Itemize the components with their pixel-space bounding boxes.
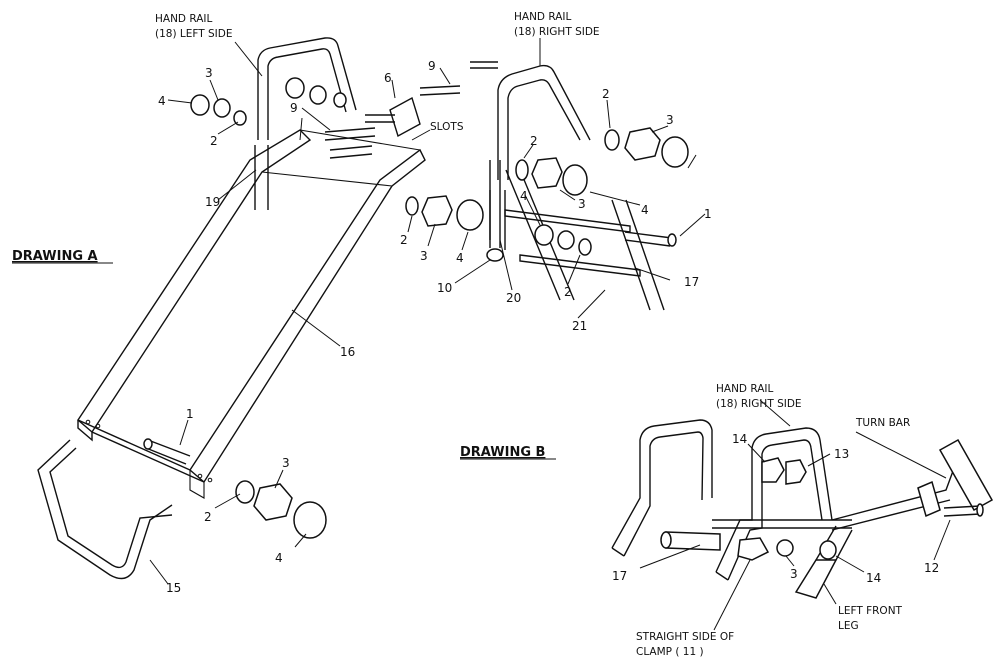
callout-3: 3 (790, 567, 798, 581)
hand-rail-b-label-1: HAND RAIL (716, 383, 774, 395)
callout-4: 4 (520, 189, 528, 203)
clamp-label-1: STRAIGHT SIDE OF (636, 631, 734, 643)
hand-rail-right-label-2: (18) RIGHT SIDE (514, 26, 600, 38)
callout-9: 9 (290, 101, 298, 115)
callout-2: 2 (400, 233, 408, 247)
callout-4: 4 (275, 551, 283, 565)
text-labels-a: DRAWING A HAND RAIL (18) LEFT SIDE HAND … (12, 11, 712, 595)
callout-20: 20 (506, 291, 521, 305)
callout-4: 4 (456, 251, 464, 265)
callout-17: 17 (684, 275, 699, 289)
callout-1: 1 (704, 207, 712, 221)
callout-1: 1 (186, 407, 194, 421)
slots-label: SLOTS (430, 121, 464, 133)
drawing-a: DRAWING A HAND RAIL (18) LEFT SIDE HAND … (12, 11, 712, 595)
callout-3: 3 (666, 113, 674, 127)
callout-3: 3 (420, 249, 428, 263)
text-labels-b: DRAWING B HAND RAIL (18) RIGHT SIDE TURN… (460, 383, 939, 658)
callout-15: 15 (166, 581, 181, 595)
callout-3: 3 (578, 197, 586, 211)
bolt-1-lower (143, 438, 191, 465)
clamp-11 (737, 537, 770, 561)
drawing-b-title: DRAWING B (460, 445, 545, 460)
callout-14: 14 (732, 432, 747, 446)
hardware-stack-rungs (534, 224, 592, 256)
turn-bar (831, 438, 994, 531)
nuts-13-14 (761, 457, 837, 560)
bracket-6 (389, 96, 421, 138)
left-front-leg-label-2: LEG (838, 620, 859, 632)
callout-2: 2 (204, 510, 212, 524)
hand-rail-right-label-1: HAND RAIL (514, 11, 572, 23)
turn-bar-label: TURN BAR (855, 417, 910, 429)
posts (254, 145, 665, 311)
hand-rail-left-label-1: HAND RAIL (155, 13, 213, 25)
drawing-b-connector (712, 519, 852, 529)
nut-3 (776, 539, 794, 557)
title-underlines (12, 262, 556, 460)
callout-3: 3 (282, 456, 290, 470)
hand-rail-left-18 (257, 37, 357, 140)
callout-6: 6 (384, 71, 392, 85)
drawing-b-rail-left (611, 419, 713, 557)
slide-board-16 (77, 129, 426, 499)
callout-14: 14 (866, 571, 881, 585)
drawing-a-title: DRAWING A (12, 249, 98, 264)
leader-lines-a (149, 38, 706, 585)
hardware-stack-right-upper (604, 127, 689, 168)
callout-4: 4 (158, 94, 166, 108)
callout-2: 2 (564, 285, 572, 299)
bolts-9 (324, 61, 498, 159)
drawing-b-rail-right-18 (715, 427, 833, 581)
callout-2: 2 (530, 134, 538, 148)
hardware-stack-lower-left (405, 195, 484, 231)
hand-rail-b-label-2: (18) RIGHT SIDE (716, 398, 802, 410)
callout-13: 13 (834, 447, 849, 461)
callout-10: 10 (437, 281, 452, 295)
hand-rail-right-18 (497, 64, 591, 180)
callout-9: 9 (428, 59, 436, 73)
left-front-leg-label-1: LEFT FRONT (838, 605, 903, 617)
clamp-label-2: CLAMP ( 11 ) (636, 646, 704, 658)
bolt-12 (943, 503, 984, 517)
leader-lines-b (639, 399, 951, 631)
bolt-17 (660, 531, 721, 551)
handle-15 (37, 439, 173, 580)
callout-21: 21 (572, 319, 587, 333)
hand-rail-left-label-2: (18) LEFT SIDE (155, 28, 232, 40)
callout-19: 19 (205, 195, 220, 209)
hardware-stack-bottom (235, 480, 327, 539)
hardware-stack-left (190, 77, 347, 126)
callout-2: 2 (602, 87, 610, 101)
callout-17: 17 (612, 569, 627, 583)
callout-12: 12 (924, 561, 939, 575)
callout-2: 2 (210, 134, 218, 148)
callout-4: 4 (641, 203, 649, 217)
pin-10 (486, 160, 504, 262)
left-front-leg (794, 525, 853, 599)
hardware-stack-middle (515, 157, 588, 196)
bolt-1-upper (624, 231, 677, 247)
callout-16: 16 (340, 345, 355, 359)
callout-3: 3 (205, 66, 213, 80)
drawing-b: DRAWING B HAND RAIL (18) RIGHT SIDE TURN… (460, 383, 994, 658)
